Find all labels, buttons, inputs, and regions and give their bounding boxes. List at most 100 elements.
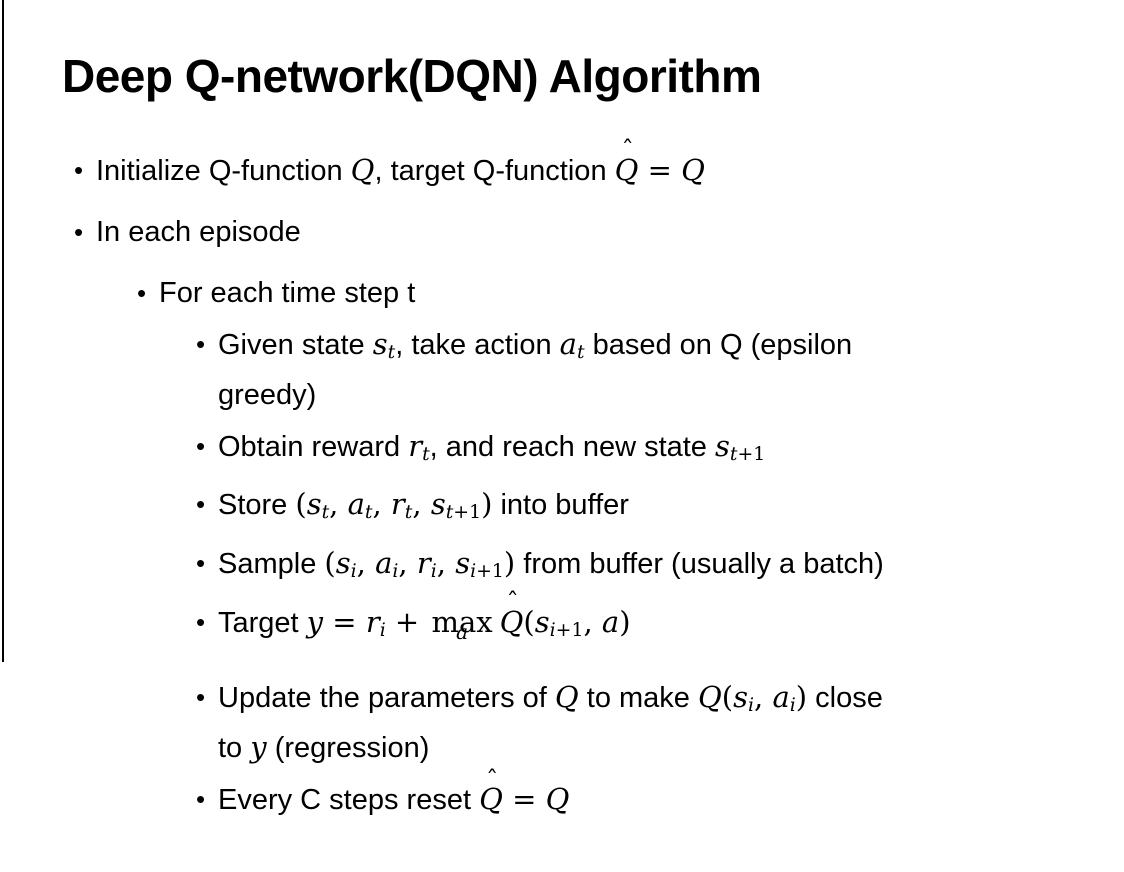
bullet-marker: • <box>196 784 206 815</box>
math-subscript: i <box>430 560 437 582</box>
math-variable: ri <box>365 604 386 641</box>
math-variable: y <box>306 604 324 639</box>
bullet-marker: • <box>74 216 84 247</box>
math-subscript: t <box>321 502 330 524</box>
text-run: to <box>218 732 251 765</box>
math-variable: y <box>250 730 267 765</box>
math-subscript: i <box>747 694 755 716</box>
math-subscript: i+1 <box>549 619 584 641</box>
math-operator: ( <box>295 487 307 522</box>
math-operator: ( <box>324 546 336 581</box>
bullet-text: Given state st, take action at based on … <box>218 323 1100 417</box>
math-operator: = <box>323 604 366 639</box>
bullet-text: In each episode <box>96 211 1100 254</box>
math-subscript: i <box>379 619 386 641</box>
bullet-marker: • <box>74 154 84 185</box>
text-run: greedy) <box>218 378 317 411</box>
math-variable: rt <box>408 428 430 465</box>
math-variable: Q <box>350 152 375 187</box>
text-run: Update the parameters of <box>218 681 555 714</box>
math-operator: , <box>436 546 456 581</box>
math-subscript: t <box>422 443 430 465</box>
math-variable: si+1 <box>455 546 504 582</box>
text-run: based on Q (epsilon <box>584 328 853 361</box>
hat-accent: ˆ <box>486 764 499 794</box>
text-run: Target <box>218 606 307 639</box>
math-variable: si+1 <box>534 604 584 641</box>
text-run: close <box>807 681 883 714</box>
bullet-marker: • <box>196 606 206 637</box>
bullet-text: Update the parameters of Q to make Q(si,… <box>218 676 1100 771</box>
text-run: (regression) <box>266 732 430 765</box>
hat-accent: ˆ <box>621 135 634 165</box>
bullet-item: •Sample (si, ai, ri, si+1) from buffer (… <box>0 542 1124 593</box>
text-run: , and reach new state <box>429 430 715 463</box>
math-variable: st <box>306 487 330 524</box>
math-operator: + <box>385 604 429 639</box>
bullet-item: • For each time step t <box>0 272 1124 315</box>
math-variable: ai <box>375 546 399 582</box>
math-operator: = <box>638 152 682 187</box>
math-variable: si <box>733 679 755 716</box>
math-variable: Q <box>697 679 722 714</box>
slide-title: Deep Q-network(DQN) Algorithm <box>62 50 762 102</box>
math-variable: st <box>372 326 396 363</box>
text-run: Store <box>218 489 296 522</box>
bullet-marker: • <box>196 328 206 359</box>
bullet-text: For each time step t <box>159 272 1100 315</box>
math-operator: , <box>356 546 376 581</box>
math-variable: st+1 <box>430 487 482 524</box>
bullet-marker: • <box>196 681 206 712</box>
math-operator: , <box>372 487 391 522</box>
bullet-item: •Given state st, take action at based on… <box>0 323 1124 417</box>
math-operator: , <box>583 604 602 639</box>
text-run: Sample <box>218 548 325 581</box>
math-variable: Q <box>681 152 705 187</box>
math-operator: , <box>329 487 348 522</box>
text-run: , target Q-function <box>374 154 615 187</box>
math-subscript: i <box>789 694 796 716</box>
text-run: In each episode <box>96 215 301 248</box>
bullet-list: •Initialize Q-function Q, target Q-funct… <box>0 135 1124 823</box>
math-operator: ) <box>503 546 516 581</box>
math-operator: , <box>754 679 773 714</box>
slide-edge-line <box>2 0 4 662</box>
text-run: , take action <box>395 328 560 361</box>
bullet-item: • In each episode <box>0 211 1124 254</box>
bullet-text: Initialize Q-function Q, target Q-functi… <box>96 135 1100 193</box>
math-variable: at <box>347 487 373 524</box>
bullet-marker: • <box>196 489 206 520</box>
math-subscript: i+1 <box>470 560 504 582</box>
bullet-marker: • <box>137 277 147 308</box>
text-run: Initialize Q-function <box>96 154 351 187</box>
bullet-item: •Initialize Q-function Q, target Q-funct… <box>0 135 1124 193</box>
math-subscript: i <box>350 560 357 582</box>
math-operator: , <box>412 487 431 522</box>
math-variable: ri <box>416 546 437 582</box>
math-subscript: i <box>392 560 399 582</box>
math-subscript: t <box>404 502 413 524</box>
math-subscript: t <box>576 341 585 363</box>
bullet-text: Obtain reward rt, and reach new state st… <box>218 425 1100 476</box>
math-operator: ) <box>795 679 808 714</box>
text-run: Every C steps reset <box>218 784 480 817</box>
math-operator: ( <box>721 679 734 714</box>
math-subscript: t+1 <box>729 443 766 465</box>
bullet-item: •Obtain reward rt, and reach new state s… <box>0 425 1124 476</box>
text-run: to make <box>578 681 698 714</box>
math-operator: = <box>502 782 546 817</box>
text-run: from buffer (usually a batch) <box>515 548 884 581</box>
math-variable: Q <box>554 679 579 714</box>
math-subscript: t <box>364 502 373 524</box>
text-run: For each time step t <box>159 276 416 309</box>
bullet-item: •Update the parameters of Q to make Q(si… <box>0 676 1124 771</box>
